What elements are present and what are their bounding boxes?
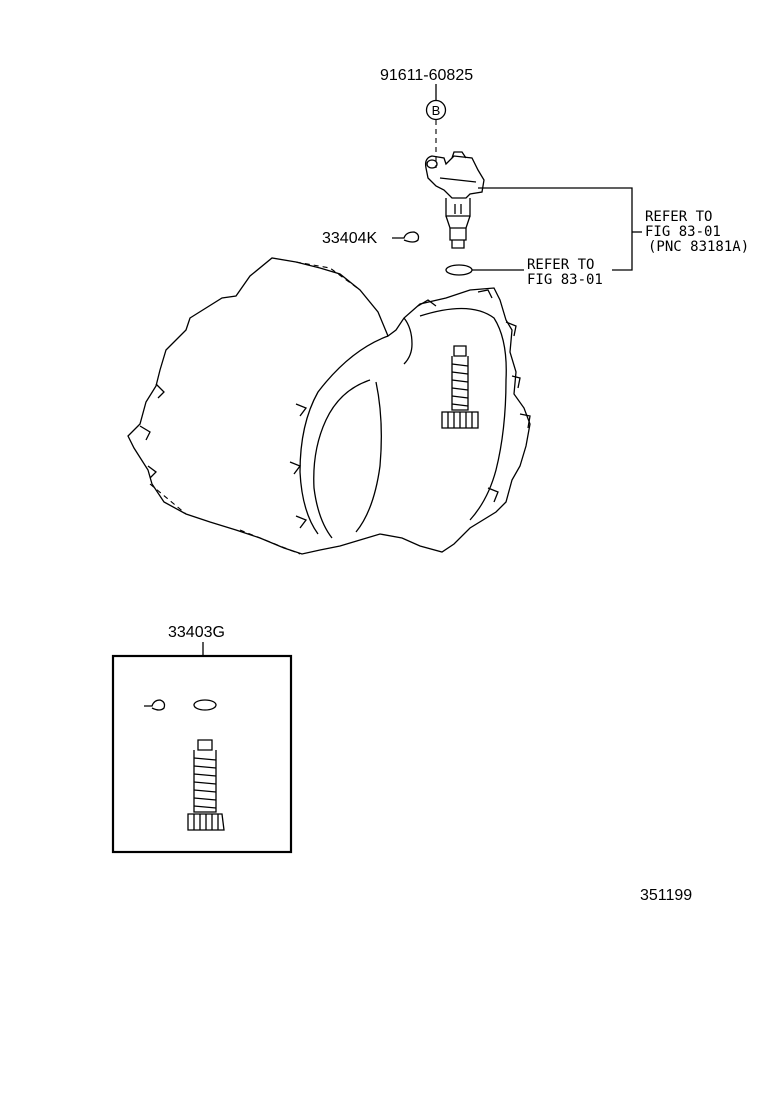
kit-part-number[interactable]: 33403G <box>168 624 225 641</box>
speed-sensor-drawing[interactable] <box>424 151 485 249</box>
bolt-marker-letter: B <box>432 103 441 118</box>
kit-clip-drawing <box>144 699 166 711</box>
bolt-marker-circle: B <box>425 99 447 121</box>
illustration-number: 351199 <box>640 887 692 904</box>
bolt-part-number[interactable]: 91611-60825 <box>380 67 473 84</box>
driven-gear-installed-drawing <box>441 345 479 429</box>
kit-o-ring-drawing <box>193 699 217 711</box>
kit-driven-gear-drawing <box>187 739 225 831</box>
sensor-refer-line3[interactable]: (PNC 83181A) <box>648 239 749 255</box>
transaxle-housing-drawing <box>127 257 531 555</box>
sensor-refer-line1[interactable]: REFER TO <box>645 209 712 225</box>
clip-drawing <box>392 231 420 243</box>
oring-refer-line1[interactable]: REFER TO <box>527 257 594 273</box>
o-ring-drawing <box>445 264 473 276</box>
kit-contents-box <box>111 654 293 854</box>
sensor-refer-bracket <box>478 187 633 271</box>
oring-refer-line2[interactable]: FIG 83-01 <box>527 272 603 288</box>
clip-part-number[interactable]: 33404K <box>322 230 377 247</box>
sensor-refer-line2[interactable]: FIG 83-01 <box>645 224 721 240</box>
